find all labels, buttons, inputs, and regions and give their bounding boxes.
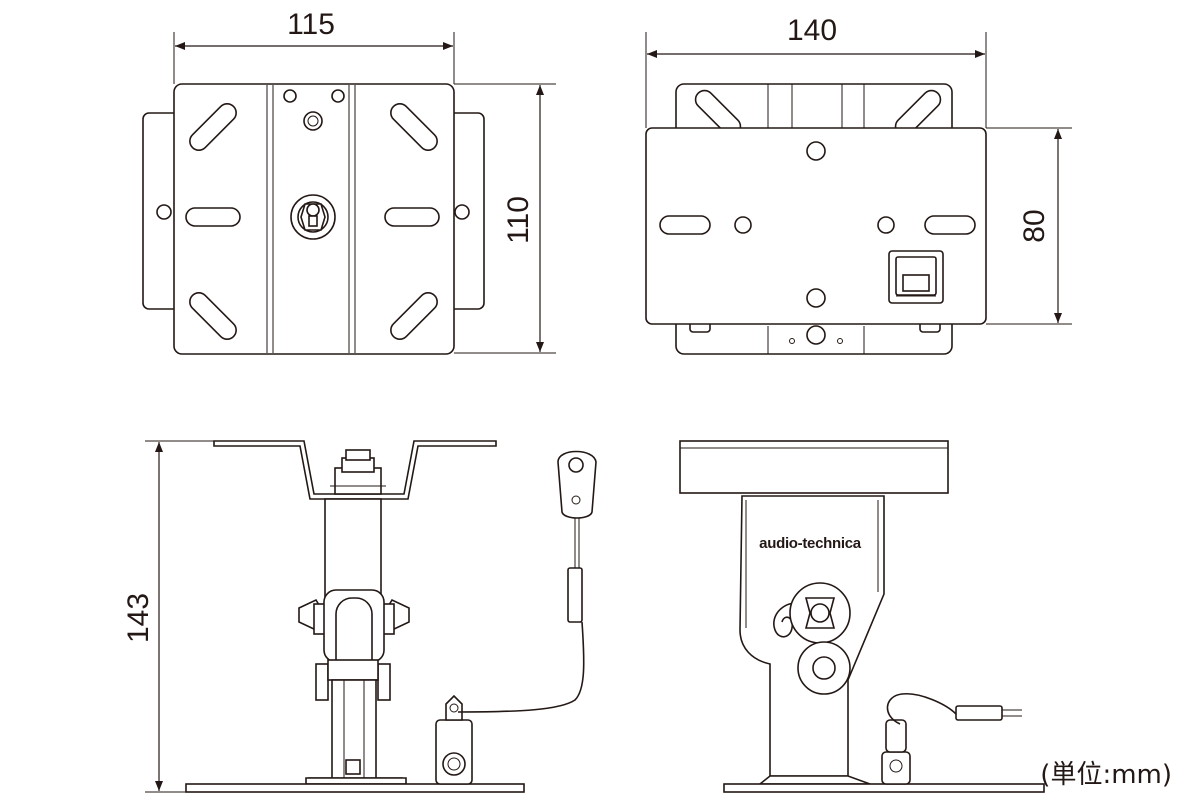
side-view: 143 (122, 440, 597, 793)
unit-note: (単位:mm) (1040, 760, 1172, 790)
front-view: 140 80 (645, 14, 1072, 355)
top-view: 115 110 (142, 8, 556, 355)
top-view-width-label: 115 (287, 8, 335, 41)
front-view-width-label: 140 (787, 14, 837, 47)
rear-view: audio-technica (679, 440, 1045, 793)
brand-logo: audio-technica (759, 535, 862, 552)
front-view-height-label: 80 (1018, 209, 1051, 242)
top-view-height-label: 110 (502, 196, 535, 244)
side-view-height-label: 143 (122, 593, 155, 643)
